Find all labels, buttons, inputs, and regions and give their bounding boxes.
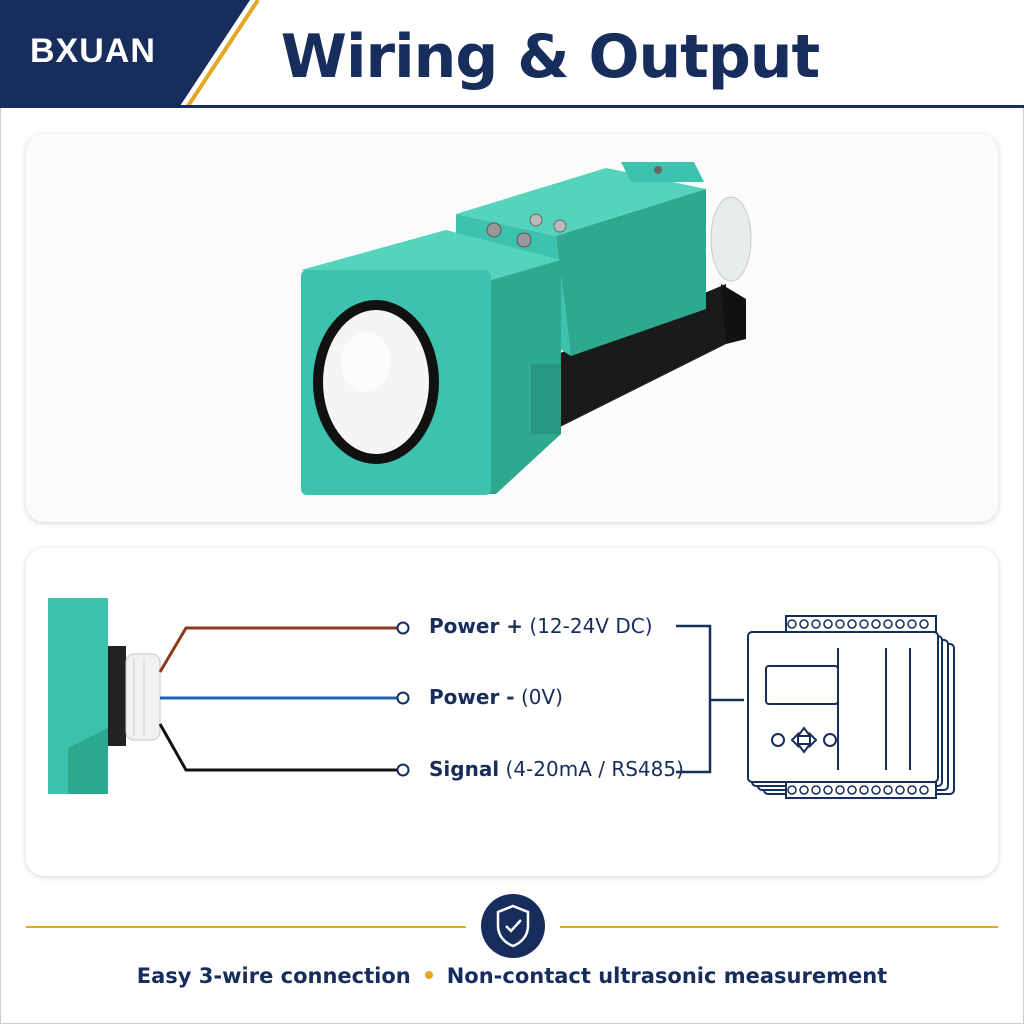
plc-terminal-screw xyxy=(883,619,893,629)
plc-controller-icon xyxy=(747,615,955,799)
plc-terminal-screw xyxy=(859,619,869,629)
wire-label-power-minus: Power - (0V) xyxy=(429,685,749,709)
cable-gland-icon xyxy=(125,653,161,741)
plc-terminal-screw xyxy=(823,619,833,629)
page-title: Wiring & Output xyxy=(280,22,820,92)
terminal-icon xyxy=(396,691,410,705)
plc-terminal-screw xyxy=(907,619,917,629)
plc-terminal-screw xyxy=(895,619,905,629)
wire-detail: (0V) xyxy=(520,685,563,709)
wiring-diagram xyxy=(48,598,955,799)
terminal-icon xyxy=(396,621,410,635)
plc-terminal-screw xyxy=(847,785,857,795)
plc-terminal-screw xyxy=(907,785,917,795)
plc-terminal-screw xyxy=(799,619,809,629)
plc-terminal-screw xyxy=(811,619,821,629)
feature-item: Non-contact ultrasonic measurement xyxy=(446,964,888,988)
plc-terminals xyxy=(787,619,929,795)
wire-detail: (12-24V DC) xyxy=(529,614,653,638)
terminal-icon xyxy=(396,763,410,777)
shield-check-icon xyxy=(481,894,545,958)
plc-terminal-screw xyxy=(895,785,905,795)
plc-terminal-screw xyxy=(823,785,833,795)
plc-terminal-screw xyxy=(787,785,797,795)
wire-name: Signal xyxy=(429,757,500,781)
sensor-base xyxy=(546,284,726,429)
feature-item: Easy 3-wire connection xyxy=(136,964,411,988)
footer-divider-left xyxy=(26,926,466,928)
plc-terminal-screw xyxy=(811,785,821,795)
plc-terminal-screw xyxy=(835,785,845,795)
wire-label-power-plus: Power + (12-24V DC) xyxy=(429,614,749,638)
header-banner: BXUAN Wiring & Output xyxy=(0,0,1024,106)
feature-list: Easy 3-wire connection Non-contact ultras… xyxy=(0,964,1024,988)
wire-detail: (4-20mA / RS485) xyxy=(505,757,684,781)
plc-terminal-screw xyxy=(847,619,857,629)
wire-signal xyxy=(158,723,398,772)
ultrasonic-sensor-illustration xyxy=(301,162,752,495)
wiring-diagram-panel: Power + (12-24V DC) Power - (0V) Signal … xyxy=(26,548,998,876)
plc-terminal-screw xyxy=(787,619,797,629)
plc-terminal-screw xyxy=(799,785,809,795)
wire-name: Power + xyxy=(429,614,524,638)
plc-terminal-screw xyxy=(871,785,881,795)
brand-tab xyxy=(0,0,260,106)
plc-terminal-screw xyxy=(919,619,929,629)
wire-name: Power - xyxy=(429,685,515,709)
plc-terminal-screw xyxy=(883,785,893,795)
plc-terminal-screw xyxy=(835,619,845,629)
footer-divider-right xyxy=(560,926,998,928)
bracket-connector xyxy=(676,624,744,774)
wire-label-signal: Signal (4-20mA / RS485) xyxy=(429,757,749,781)
cable-gland-icon xyxy=(710,196,752,282)
plc-terminal-screw xyxy=(871,619,881,629)
product-image-panel xyxy=(26,134,998,522)
plc-terminal-screw xyxy=(919,785,929,795)
bullet-dot xyxy=(424,971,433,979)
brand-logo-text: BXUAN xyxy=(30,32,156,70)
plc-terminal-screw xyxy=(859,785,869,795)
header-divider xyxy=(0,105,1024,108)
wire-power-plus xyxy=(158,626,398,673)
